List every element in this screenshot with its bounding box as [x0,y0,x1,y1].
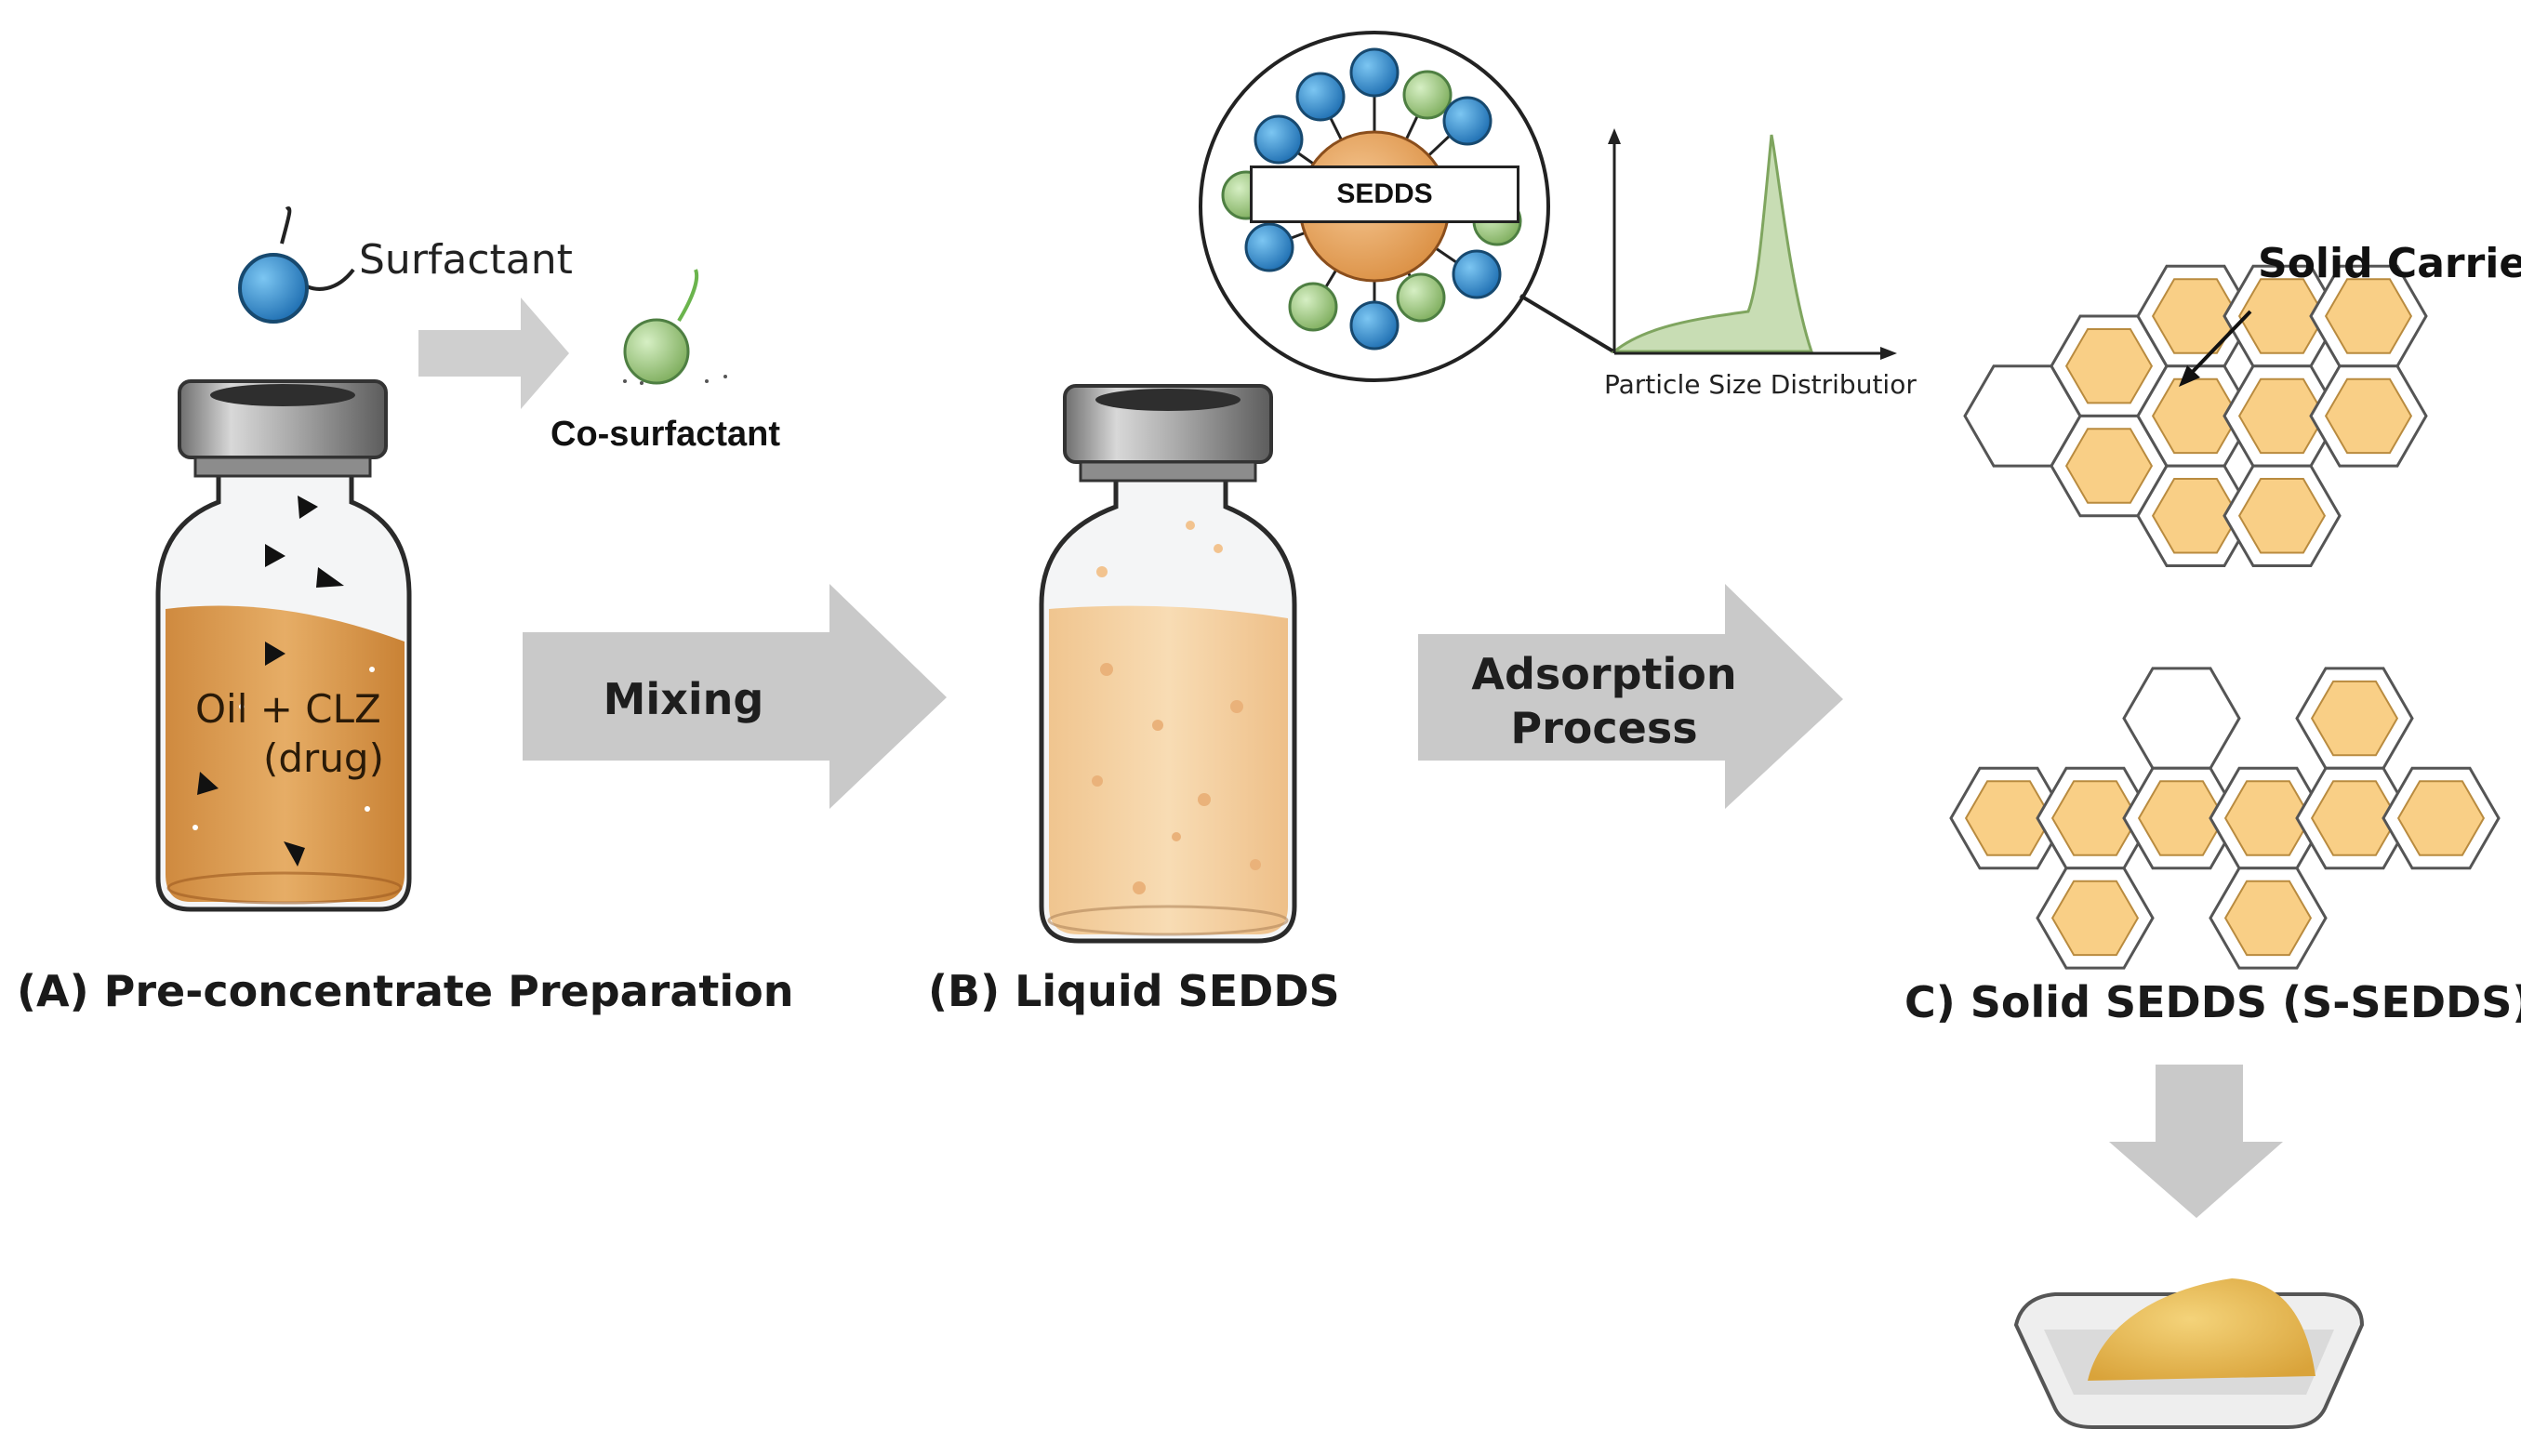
solid-carrier-label: Solid Carrier [2258,240,2521,287]
carrier-cell [2310,780,2399,856]
powder-tray-icon [2013,1278,2365,1429]
mixing-arrow [523,584,947,809]
vial-a-content-line2: (drug) [263,735,384,781]
vial-b-icon [1039,384,1297,944]
adsorption-label-line1: Adsorption [1471,649,1737,699]
carrier-cell [2064,328,2154,404]
carrier-cell [2396,780,2486,856]
down-arrow [2109,1065,2283,1218]
solid-carrier-hexagons-bottom [1949,667,2501,970]
carrier-cell [2237,278,2327,354]
carrier-cell [2223,880,2313,957]
carrier-cell [2137,780,2226,856]
solid-carrier-pointer-arrow [2179,310,2252,387]
surfactant-label: Surfactant [359,236,573,284]
carrier-cell [2064,428,2154,504]
carrier-cell [2050,880,2140,957]
carrier-cell [2237,377,2327,455]
mixing-label: Mixing [603,674,764,724]
caption-b: (B) Liquid SEDDS [928,966,1340,1016]
adsorption-label-line2: Process [1510,703,1698,753]
carrier-cell [2050,780,2140,856]
solid-carrier-hexagons-top [1963,264,2428,567]
surfactant-molecule-icon [238,206,355,324]
carrier-cell [2324,278,2413,354]
sedds-label: SEDDS [1250,165,1519,223]
carrier-cell [2324,377,2413,455]
carrier-cell [2223,780,2313,856]
adsorption-arrow [1418,584,1843,809]
carrier-cell [2237,478,2327,554]
caption-a: (A) Pre-concentrate Preparation [17,966,794,1016]
vial-a-icon [155,379,412,912]
vial-a-content-line1: Oil + CLZ [195,686,381,732]
carrier-cell [1964,780,2053,856]
cosurfactant-label: Co-surfactant [551,415,781,454]
psd-label: Particle Size Distributior [1604,369,1917,400]
carrier-cell-frame [2122,667,2241,770]
carrier-cell [2310,680,2399,757]
surfactant-to-cosurfactant-arrow [418,298,569,409]
caption-c: C) Solid SEDDS (S-SEDDS) [1904,977,2521,1027]
cosurfactant-molecule-icon [623,269,727,385]
carrier-cell [2151,278,2240,354]
carrier-cell [2151,377,2240,455]
particle-size-distribution-plot [1608,128,1897,360]
carrier-cell [2151,478,2240,554]
